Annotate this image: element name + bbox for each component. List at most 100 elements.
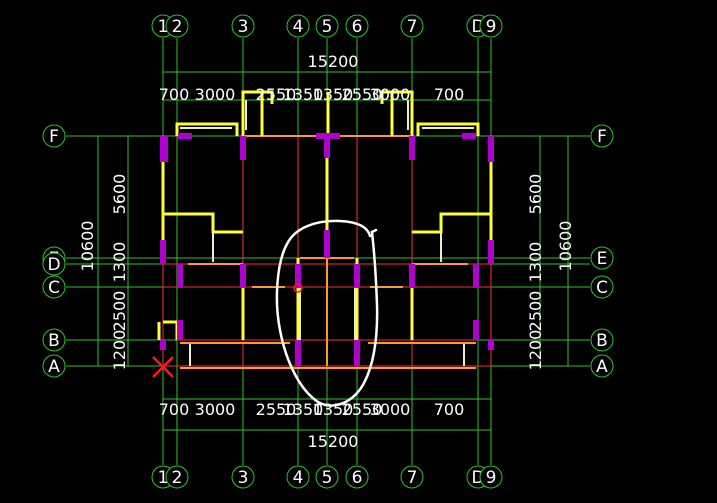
axis-bubble-bottom-3-2[interactable]: 3 (231, 465, 255, 489)
dim-left-seg-1: 1300 (110, 242, 129, 283)
column-13 (354, 340, 360, 366)
axis-bubble-right-F-circle (590, 124, 614, 148)
axis-bubbles[interactable]: 1234567D91234567D9FEDCBAFECBA (42, 14, 614, 489)
x-mark-icon (152, 356, 174, 378)
axis-bubble-bottom-6-5-circle (345, 465, 369, 489)
axis-bubble-right-A-label: A (596, 357, 608, 377)
axis-bubble-right-F-label: F (597, 127, 607, 147)
dim-top-seg-0: 700 (159, 85, 190, 104)
axis-bubble-left-B-circle (42, 328, 66, 352)
column-0 (160, 136, 168, 162)
dim-top-seg-1: 3000 (195, 85, 236, 104)
axis-bubble-left-D[interactable]: D (42, 252, 66, 276)
axis-bubble-left-A-label: A (48, 357, 60, 377)
axis-bubble-top-1-0-label: 1 (158, 17, 169, 37)
axis-bubble-top-5-4[interactable]: 5 (315, 14, 339, 38)
axis-bubble-left-C[interactable]: C (42, 275, 66, 299)
axis-bubble-top-3-2-circle (231, 14, 255, 38)
axis-bubble-left-F[interactable]: F (42, 124, 66, 148)
dim-bottom-seg-5: 2550 (342, 400, 383, 419)
column-6 (240, 264, 246, 288)
axis-bubble-top-5-4-circle (315, 14, 339, 38)
column-3 (177, 320, 183, 340)
axis-bubble-bottom-2-1[interactable]: 2 (165, 465, 189, 489)
axis-bubble-left-D-label: D (47, 255, 60, 275)
axis-bubble-top-2-1[interactable]: 2 (165, 14, 189, 38)
axis-bubble-right-E-circle (590, 246, 614, 270)
dim-bottom-seg-0: 700 (159, 400, 190, 419)
dim-top-seg-5: 2550 (342, 85, 383, 104)
axis-bubble-top-7-6[interactable]: 7 (400, 14, 424, 38)
column-23 (462, 133, 476, 139)
axis-bubble-top-6-5[interactable]: 6 (345, 14, 369, 38)
axis-bubble-bottom-5-4-label: 5 (322, 468, 333, 488)
column-17 (473, 320, 479, 340)
dim-right-total: 10600 (556, 221, 575, 272)
axis-bubble-right-E[interactable]: E (590, 246, 614, 270)
axis-bubble-top-6-5-circle (345, 14, 369, 38)
column-19 (488, 240, 494, 264)
axis-bubble-bottom-6-5-label: 6 (352, 468, 363, 488)
dim-top-seg-2: 2550 (256, 85, 297, 104)
wall-yellow-10 (412, 212, 491, 234)
axis-bubble-left-A[interactable]: A (42, 354, 66, 378)
column-7 (240, 279, 246, 287)
axis-bubble-bottom-4-3[interactable]: 4 (286, 465, 310, 489)
axis-bubble-left-C-circle (42, 275, 66, 299)
column-15 (409, 264, 415, 288)
axis-bubble-left-B-label: B (48, 331, 60, 351)
axis-bubble-right-B-circle (590, 328, 614, 352)
axis-bubble-top-9-8-label: 9 (486, 17, 497, 37)
dim-bottom-seg-2: 2550 (256, 400, 297, 419)
dim-bottom-seg-7: 700 (434, 400, 465, 419)
axis-bubble-right-C[interactable]: C (590, 275, 614, 299)
dim-top-total: 15200 (308, 52, 359, 71)
axis-bubble-top-3-2[interactable]: 3 (231, 14, 255, 38)
axis-bubble-right-A-circle (590, 354, 614, 378)
axis-bubble-top-9-8-circle (479, 14, 503, 38)
column-18 (488, 136, 494, 162)
axis-bubble-left-B[interactable]: B (42, 328, 66, 352)
axis-bubble-top-2-1-label: 2 (172, 17, 183, 37)
axis-bubble-top-4-3[interactable]: 4 (286, 14, 310, 38)
column-8 (295, 264, 301, 288)
dim-left-seg-2: 2500 (110, 291, 129, 332)
axis-bubble-right-F[interactable]: F (590, 124, 614, 148)
column-21 (316, 133, 340, 139)
axis-bubble-top-2-1-circle (165, 14, 189, 38)
dim-left-total: 10600 (78, 221, 97, 272)
column-9 (295, 340, 301, 366)
dim-top-seg-3: 1350 (283, 85, 324, 104)
axis-bubble-right-C-label: C (596, 278, 608, 298)
markers (152, 219, 379, 407)
column-11 (324, 230, 330, 258)
axis-bubble-right-A[interactable]: A (590, 354, 614, 378)
dim-bottom-seg-6: 3000 (370, 400, 411, 419)
axis-bubble-left-F-label: F (49, 127, 59, 147)
axis-bubble-bottom-7-6[interactable]: 7 (400, 465, 424, 489)
axis-bubble-right-B[interactable]: B (590, 328, 614, 352)
dim-right-seg-0: 5600 (526, 174, 545, 215)
axis-bubble-bottom-9-8-circle (479, 465, 503, 489)
wall-yellow-0 (175, 122, 239, 136)
column-12 (354, 264, 360, 288)
axis-bubble-top-7-6-label: 7 (407, 17, 418, 37)
axis-bubble-top-5-4-label: 5 (322, 17, 333, 37)
axis-bubble-bottom-9-8[interactable]: 9 (479, 465, 503, 489)
column-14 (409, 136, 415, 160)
axis-bubble-top-9-8[interactable]: 9 (479, 14, 503, 38)
column-10 (324, 136, 330, 158)
axis-bubble-bottom-3-2-circle (231, 465, 255, 489)
axis-bubble-bottom-7-6-label: 7 (407, 468, 418, 488)
axis-bubble-right-E-label: E (597, 249, 608, 269)
axis-bubble-bottom-6-5[interactable]: 6 (345, 465, 369, 489)
column-16 (473, 264, 479, 288)
axis-bubble-bottom-5-4[interactable]: 5 (315, 465, 339, 489)
wall-yellow-1 (241, 90, 274, 136)
dim-top-seg-4: 1350 (313, 85, 354, 104)
axis-bubble-top-4-3-circle (286, 14, 310, 38)
wall-yellow-6 (416, 122, 480, 136)
dim-top-seg-7: 700 (434, 85, 465, 104)
axis-bubble-top-3-2-label: 3 (238, 17, 249, 37)
